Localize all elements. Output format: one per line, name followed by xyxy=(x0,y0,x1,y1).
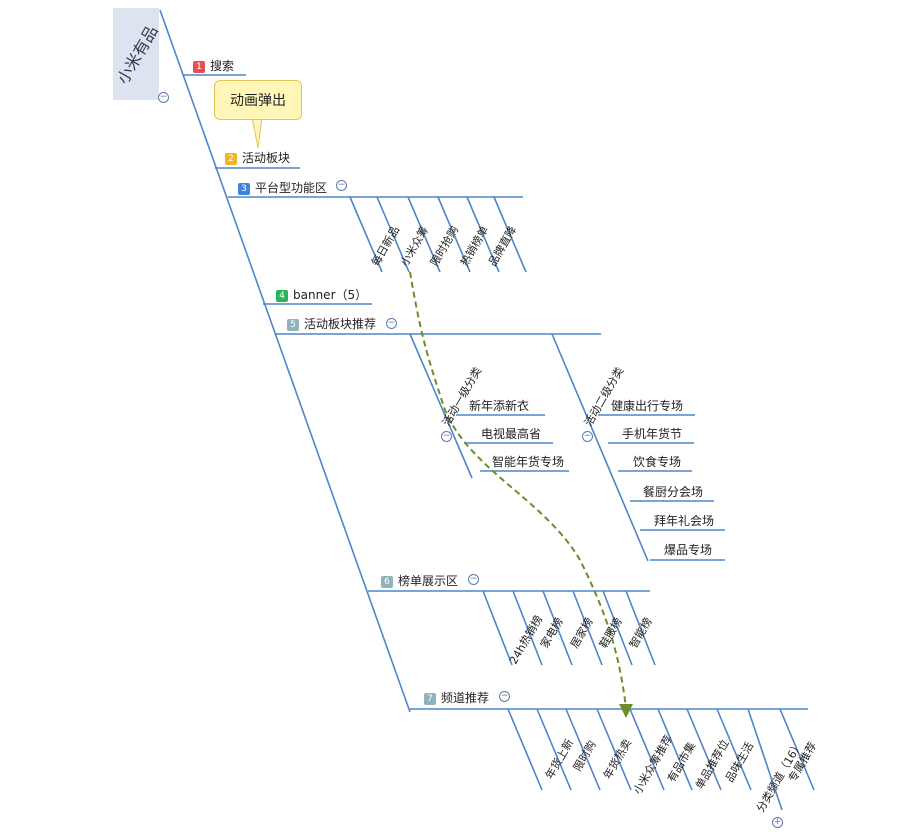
collapse-icon[interactable]: − xyxy=(158,92,169,103)
collapse-icon[interactable]: − xyxy=(386,318,397,329)
expand-icon[interactable]: + xyxy=(772,817,783,828)
collapse-icon[interactable]: − xyxy=(468,574,479,585)
collapse-icon[interactable]: − xyxy=(336,180,347,191)
priority-marker: 6 xyxy=(381,576,393,588)
group-item[interactable]: 智能年货专场 xyxy=(492,455,565,469)
branch-search[interactable]: 1 搜索 xyxy=(193,58,234,74)
branch-ranking-area[interactable]: 6 榜单展示区 xyxy=(381,573,458,589)
priority-marker: 5 xyxy=(287,319,299,331)
group-item[interactable]: 饮食专场 xyxy=(633,455,682,469)
priority-marker: 4 xyxy=(276,290,288,302)
branch-label: banner（5） xyxy=(293,288,368,302)
group-item[interactable]: 健康出行专场 xyxy=(611,399,684,413)
group-item[interactable]: 新年添新衣 xyxy=(469,399,530,413)
priority-marker: 7 xyxy=(424,693,436,705)
branch-platform-area[interactable]: 3 平台型功能区 xyxy=(238,180,327,196)
branch-label: 平台型功能区 xyxy=(255,181,328,195)
collapse-icon[interactable]: − xyxy=(582,431,593,442)
branch-label: 活动板块 xyxy=(242,151,291,165)
group-item[interactable]: 拜年礼会场 xyxy=(654,514,715,528)
branch-channel-recommend[interactable]: 7 频道推荐 xyxy=(424,690,489,706)
group-item[interactable]: 电视最高省 xyxy=(481,427,542,441)
group-item[interactable]: 爆品专场 xyxy=(664,543,713,557)
branch-label: 频道推荐 xyxy=(441,691,490,705)
collapse-icon[interactable]: − xyxy=(441,431,452,442)
callout-text: 动画弹出 xyxy=(230,93,286,109)
branch-activity-recommend[interactable]: 5 活动板块推荐 xyxy=(287,316,376,332)
group-item[interactable]: 餐厨分会场 xyxy=(643,485,704,499)
branch-activity[interactable]: 2 活动板块 xyxy=(225,150,290,166)
branch-banner[interactable]: 4 banner（5） xyxy=(276,287,367,303)
priority-marker: 3 xyxy=(238,183,250,195)
priority-marker: 2 xyxy=(225,153,237,165)
branch-label: 榜单展示区 xyxy=(398,574,459,588)
branch-label: 活动板块推荐 xyxy=(304,317,377,331)
group-item[interactable]: 手机年货节 xyxy=(622,427,683,441)
root-node[interactable]: 小米有品 xyxy=(113,8,162,100)
branch-label: 搜索 xyxy=(210,59,235,73)
priority-marker: 1 xyxy=(193,61,205,73)
root-title: 小米有品 xyxy=(113,22,162,88)
arrow-head xyxy=(619,704,633,718)
collapse-icon[interactable]: − xyxy=(499,691,510,702)
callout-note: 动画弹出 xyxy=(214,80,302,120)
